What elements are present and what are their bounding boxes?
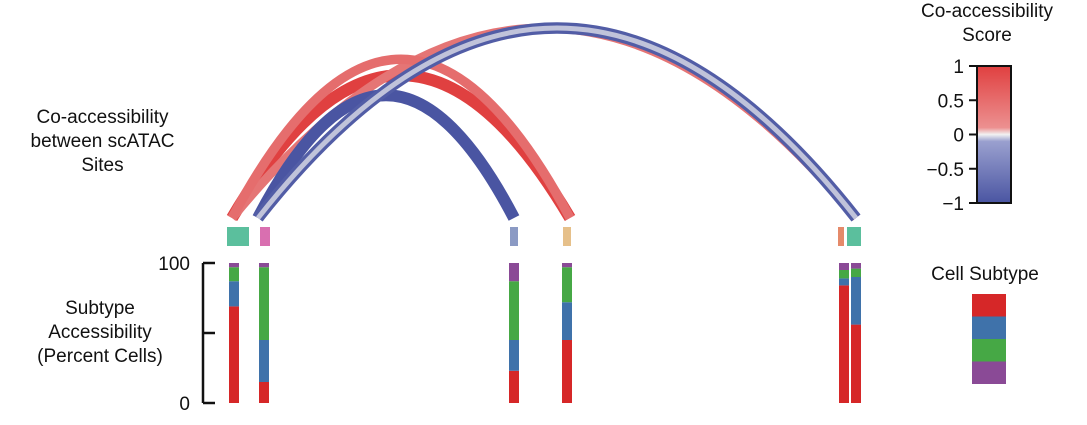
bar-C-segment-3 [509, 263, 519, 282]
bar-E1-segment-2 [839, 270, 849, 279]
score-title-line-1: Co-accessibility [921, 1, 1053, 22]
bar-B-segment-0 [259, 382, 269, 403]
bar-C-segment-2 [509, 281, 519, 340]
bar-B-segment-1 [259, 340, 269, 382]
colorbar-tick-2: 0 [953, 126, 964, 147]
site-markers [227, 227, 861, 246]
bar-D-segment-0 [562, 340, 572, 403]
accessibility-bars [229, 263, 861, 403]
bar-D-segment-1 [562, 302, 572, 340]
bar-A-segment-3 [229, 263, 239, 268]
subtype-legend [972, 294, 1006, 384]
score-title-line-2: Score [962, 25, 1012, 46]
bar-E2-segment-0 [851, 324, 861, 403]
accessibility-axis: 100 0 [158, 254, 215, 415]
arc-title-line-3: Sites [81, 155, 124, 176]
bar-D-segment-3 [562, 263, 572, 268]
accessibility-axis-title: Subtype Accessibility (Percent Cells) [10, 297, 190, 369]
bar-B-segment-3 [259, 263, 269, 268]
bar-C-segment-1 [509, 340, 519, 371]
bar-E1-segment-0 [839, 285, 849, 403]
site-marker-B [260, 227, 270, 246]
bar-E2-segment-3 [851, 263, 861, 269]
acc-title-line-3: (Percent Cells) [37, 346, 163, 367]
arc-layer [226, 22, 861, 222]
arc-A-D-2 [227, 54, 575, 221]
acc-title-line-2: Accessibility [48, 322, 152, 343]
site-marker-E [838, 227, 844, 246]
ytick-100: 100 [158, 254, 190, 275]
acc-title-line-1: Subtype [65, 298, 135, 319]
arc-panel-title: Co-accessibility between scATAC Sites [0, 106, 205, 178]
site-marker-C [510, 227, 518, 246]
bar-A-segment-0 [229, 306, 239, 403]
bar-A-segment-1 [229, 281, 239, 307]
bar-E1-segment-3 [839, 263, 849, 270]
subtype-swatch-0 [972, 294, 1006, 317]
bar-B-segment-2 [259, 267, 269, 340]
score-colorbar: 1 0.5 0 −0.5 −1 [926, 57, 1012, 215]
score-legend-title: Co-accessibility Score [892, 0, 1082, 48]
subtype-legend-title: Cell Subtype [931, 264, 1039, 285]
subtype-swatch-2 [972, 339, 1006, 362]
site-marker-A [227, 227, 249, 246]
subtype-swatch-1 [972, 316, 1006, 339]
site-marker-F [847, 227, 861, 246]
colorbar-tick-3: −0.5 [926, 160, 964, 181]
arc-B-F-5 [256, 25, 858, 220]
colorbar-tick-1: 0.5 [938, 91, 964, 112]
bar-E1-segment-1 [839, 278, 849, 286]
arc-title-line-2: between scATAC [30, 131, 175, 152]
bar-C-segment-0 [509, 370, 519, 403]
bar-A-segment-2 [229, 267, 239, 282]
subtype-swatch-3 [972, 361, 1006, 384]
bar-D-segment-2 [562, 267, 572, 303]
colorbar-gradient [976, 65, 1012, 204]
ytick-0: 0 [179, 394, 190, 415]
colorbar-tick-0: 1 [953, 57, 964, 78]
colorbar-tick-4: −1 [942, 194, 964, 215]
site-marker-D [563, 227, 571, 246]
bar-E2-segment-1 [851, 277, 861, 325]
bar-E2-segment-2 [851, 268, 861, 277]
arc-title-line-1: Co-accessibility [36, 107, 169, 128]
